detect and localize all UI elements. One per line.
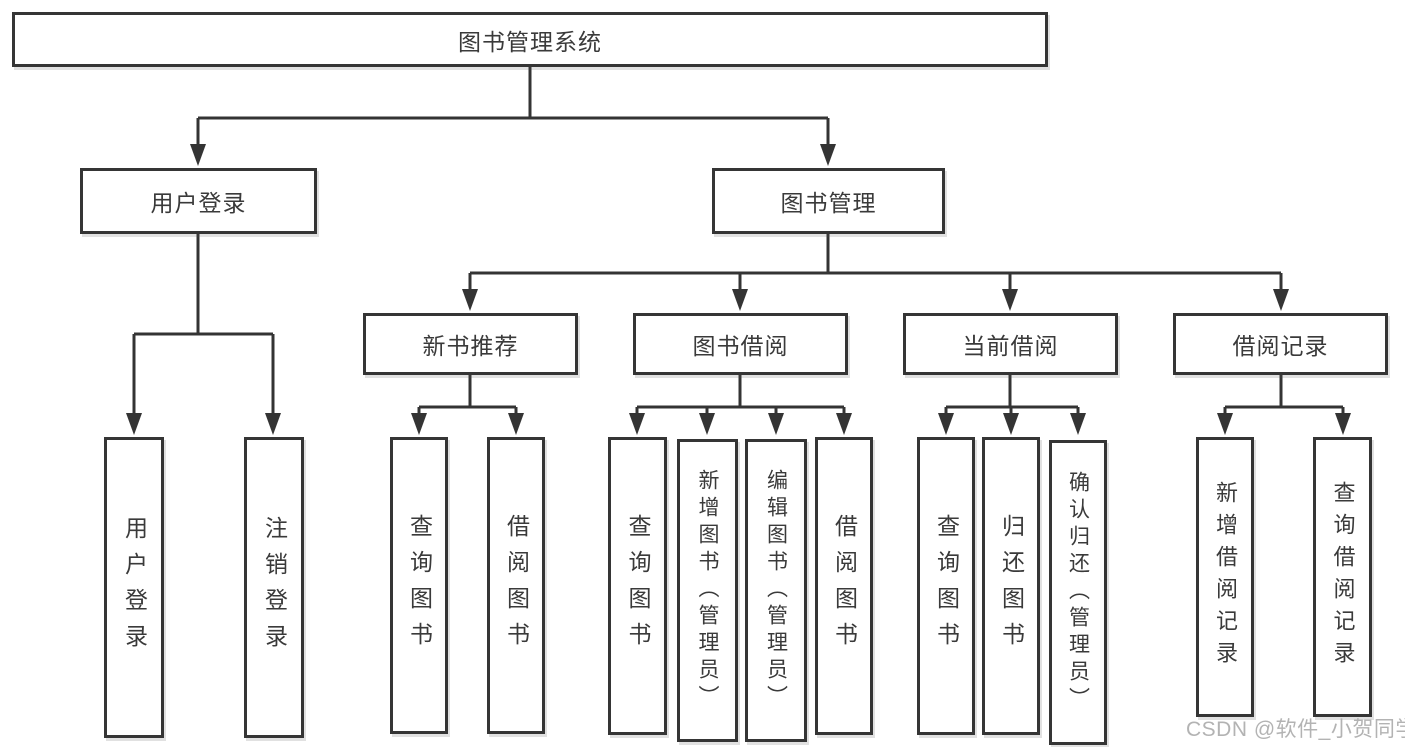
node-current-borrow-label: 当前借阅 [962, 333, 1059, 359]
leaf-add-borrow-record: 新增借阅记录 [1196, 437, 1254, 717]
node-current-borrow: 当前借阅 [903, 313, 1118, 375]
leaf-user-login-label: 用户登录 [121, 515, 148, 660]
node-borrow-record-label: 借阅记录 [1232, 333, 1329, 359]
leaf-logout-login-label: 注销登录 [261, 515, 288, 660]
leaf-return-book: 归还图书 [982, 437, 1040, 735]
csdn-watermark: CSDN @软件_小贺同学 [1186, 718, 1405, 741]
leaf-query-book-c: 查询图书 [917, 437, 975, 735]
leaf-borrow-book-a-label: 借阅图书 [503, 513, 530, 658]
node-book-borrow: 图书借阅 [633, 313, 848, 375]
leaf-add-borrow-record-label: 新增借阅记录 [1213, 481, 1238, 673]
leaf-add-book-admin-label: 新增图书（管理员） [696, 469, 719, 712]
leaf-confirm-return-admin-label: 确认归还（管理员） [1066, 471, 1090, 714]
node-book-management: 图书管理 [712, 168, 945, 234]
leaf-edit-book-admin-label: 编辑图书（管理员） [764, 469, 788, 712]
leaf-edit-book-admin: 编辑图书（管理员） [745, 439, 807, 742]
node-book-borrow-label: 图书借阅 [692, 333, 789, 359]
leaf-borrow-book-a: 借阅图书 [487, 437, 545, 734]
node-book-management-label: 图书管理 [780, 190, 877, 216]
leaf-query-book-c-label: 查询图书 [933, 514, 960, 658]
leaf-return-book-label: 归还图书 [998, 514, 1025, 658]
leaf-query-book-a: 查询图书 [390, 437, 448, 734]
node-root-label: 图书管理系统 [458, 28, 602, 55]
leaf-query-book-b: 查询图书 [608, 437, 667, 735]
leaf-borrow-book-b: 借阅图书 [815, 437, 873, 735]
leaf-confirm-return-admin: 确认归还（管理员） [1049, 440, 1107, 745]
leaf-add-book-admin: 新增图书（管理员） [677, 439, 738, 742]
node-new-book-recommend: 新书推荐 [363, 313, 578, 375]
node-user-login: 用户登录 [80, 168, 317, 234]
node-borrow-record: 借阅记录 [1173, 313, 1388, 375]
node-root-system: 图书管理系统 [12, 12, 1048, 67]
leaf-borrow-book-b-label: 借阅图书 [831, 514, 858, 658]
leaf-query-book-b-label: 查询图书 [625, 514, 651, 658]
leaf-logout-login: 注销登录 [244, 437, 304, 738]
leaf-query-book-a-label: 查询图书 [406, 513, 433, 658]
node-user-login-label: 用户登录 [150, 190, 247, 216]
leaf-user-login: 用户登录 [104, 437, 164, 738]
leaf-query-borrow-record-label: 查询借阅记录 [1330, 481, 1356, 673]
node-new-book-recommend-label: 新书推荐 [422, 333, 519, 359]
leaf-query-borrow-record: 查询借阅记录 [1313, 437, 1372, 717]
